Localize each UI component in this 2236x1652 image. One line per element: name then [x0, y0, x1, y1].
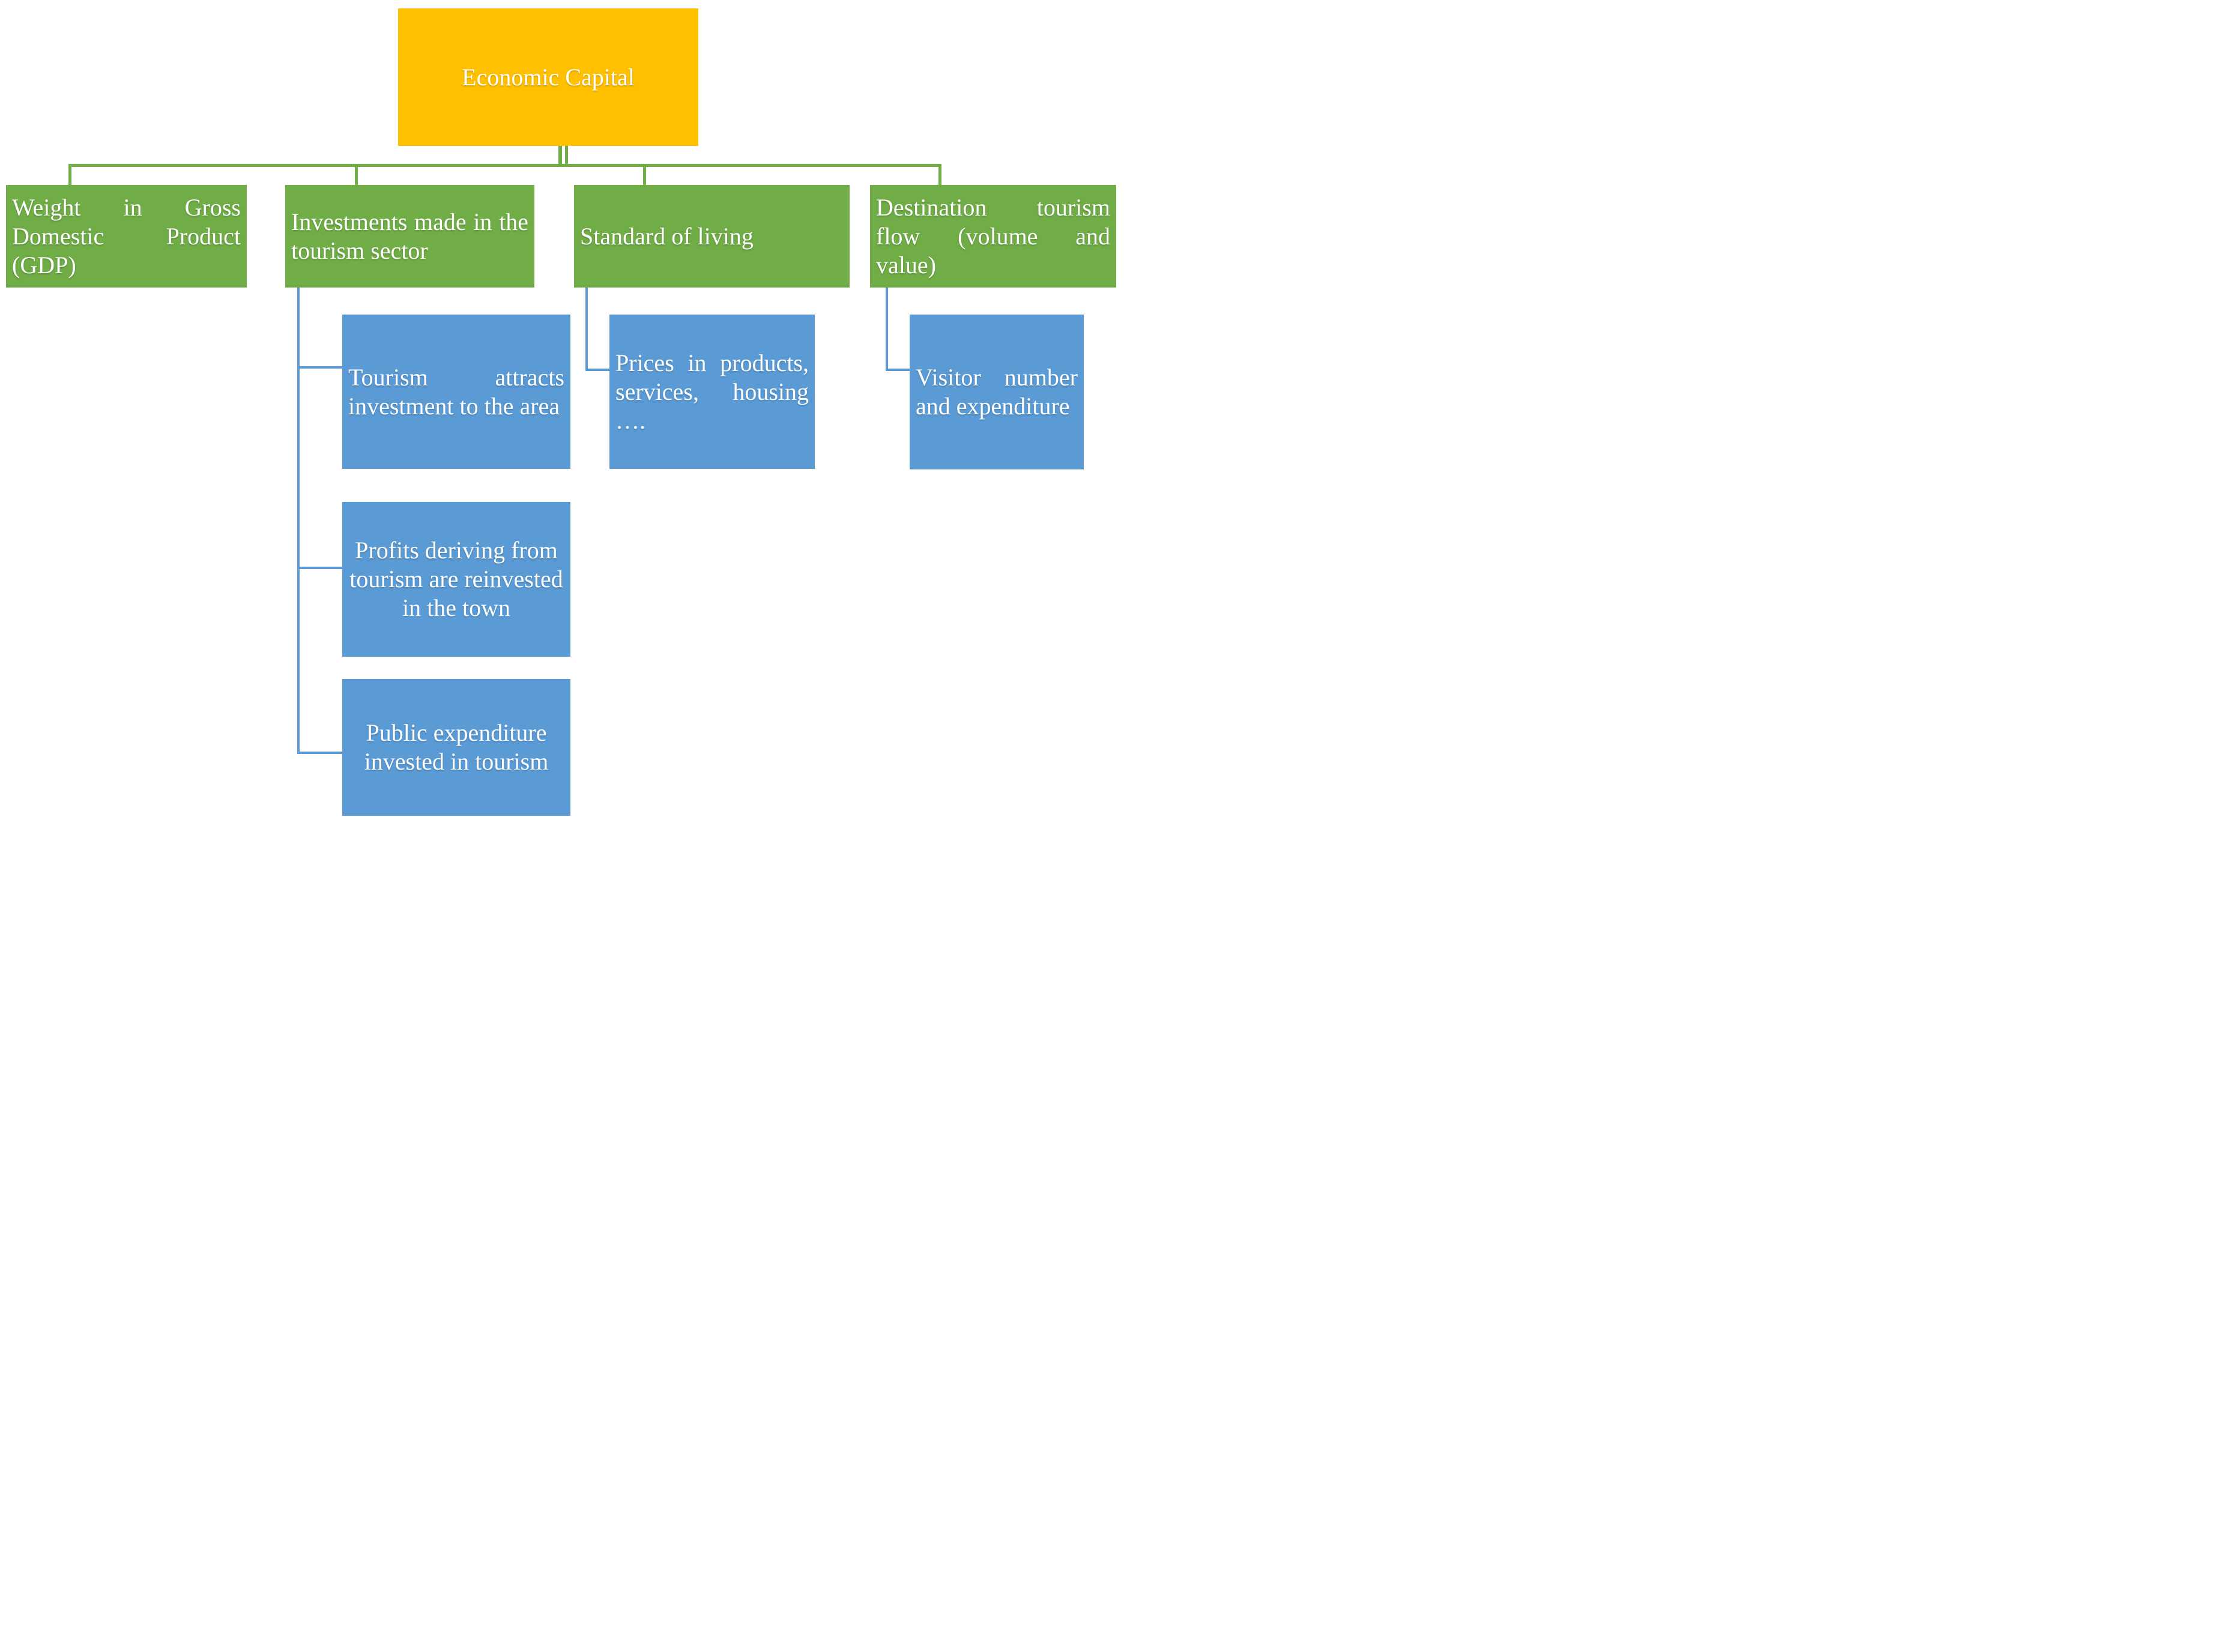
leaf-node-tourism-attracts: Tourism attracts investment to the area [342, 315, 570, 469]
elbow-rail-standard [585, 288, 588, 371]
drop-line-destination [938, 166, 941, 185]
branch-rail-line [68, 164, 941, 167]
elbow-rail-investments [297, 288, 300, 754]
root-node-label: Economic Capital [462, 63, 635, 91]
branch-node-standard-of-living: Standard of living [574, 185, 850, 288]
leaf-node-prices: Prices in products, services, housing …. [609, 315, 815, 469]
leaf-node-prices-label: Prices in products, services, housing …. [615, 349, 809, 434]
trunk-connector-line-left [558, 146, 562, 164]
drop-line-gdp [68, 166, 71, 185]
branch-node-gdp: Weight in Gross Domestic Product (GDP) [6, 185, 247, 288]
elbow-rail-destination [886, 288, 888, 371]
drop-line-investments [355, 166, 358, 185]
leaf-node-visitor-number: Visitor number and expenditure [910, 315, 1084, 469]
elbow-stub-tourism-attracts [297, 366, 345, 369]
root-node-economic-capital: Economic Capital [398, 8, 698, 146]
branch-node-destination-flow: Destination tourism flow (volume and val… [870, 185, 1116, 288]
elbow-stub-visitor [886, 369, 913, 371]
leaf-node-tourism-attracts-label: Tourism attracts investment to the area [348, 363, 564, 420]
leaf-node-public-expenditure-label: Public expenditure invested in tourism [364, 719, 549, 775]
elbow-stub-profits [297, 567, 345, 569]
leaf-node-public-expenditure: Public expenditure invested in tourism [342, 679, 570, 816]
leaf-node-visitor-number-label: Visitor number and expenditure [916, 364, 1078, 420]
branch-node-investments: Investments made in the tourism sector [285, 185, 534, 288]
economic-capital-diagram: Economic Capital Weight in Gross Domesti… [0, 0, 1118, 826]
elbow-stub-prices [585, 369, 612, 371]
leaf-node-profits-reinvested: Profits deriving from tourism are reinve… [342, 502, 570, 657]
branch-node-investments-label: Investments made in the tourism sector [291, 208, 528, 264]
branch-node-standard-of-living-label: Standard of living [580, 222, 754, 250]
branch-node-destination-flow-label: Destination tourism flow (volume and val… [876, 193, 1110, 279]
drop-line-standard [643, 166, 646, 185]
leaf-node-profits-reinvested-label: Profits deriving from tourism are reinve… [349, 537, 563, 621]
elbow-stub-public [297, 752, 345, 754]
branch-node-gdp-label: Weight in Gross Domestic Product (GDP) [12, 193, 241, 279]
trunk-connector-line-right [565, 146, 568, 164]
